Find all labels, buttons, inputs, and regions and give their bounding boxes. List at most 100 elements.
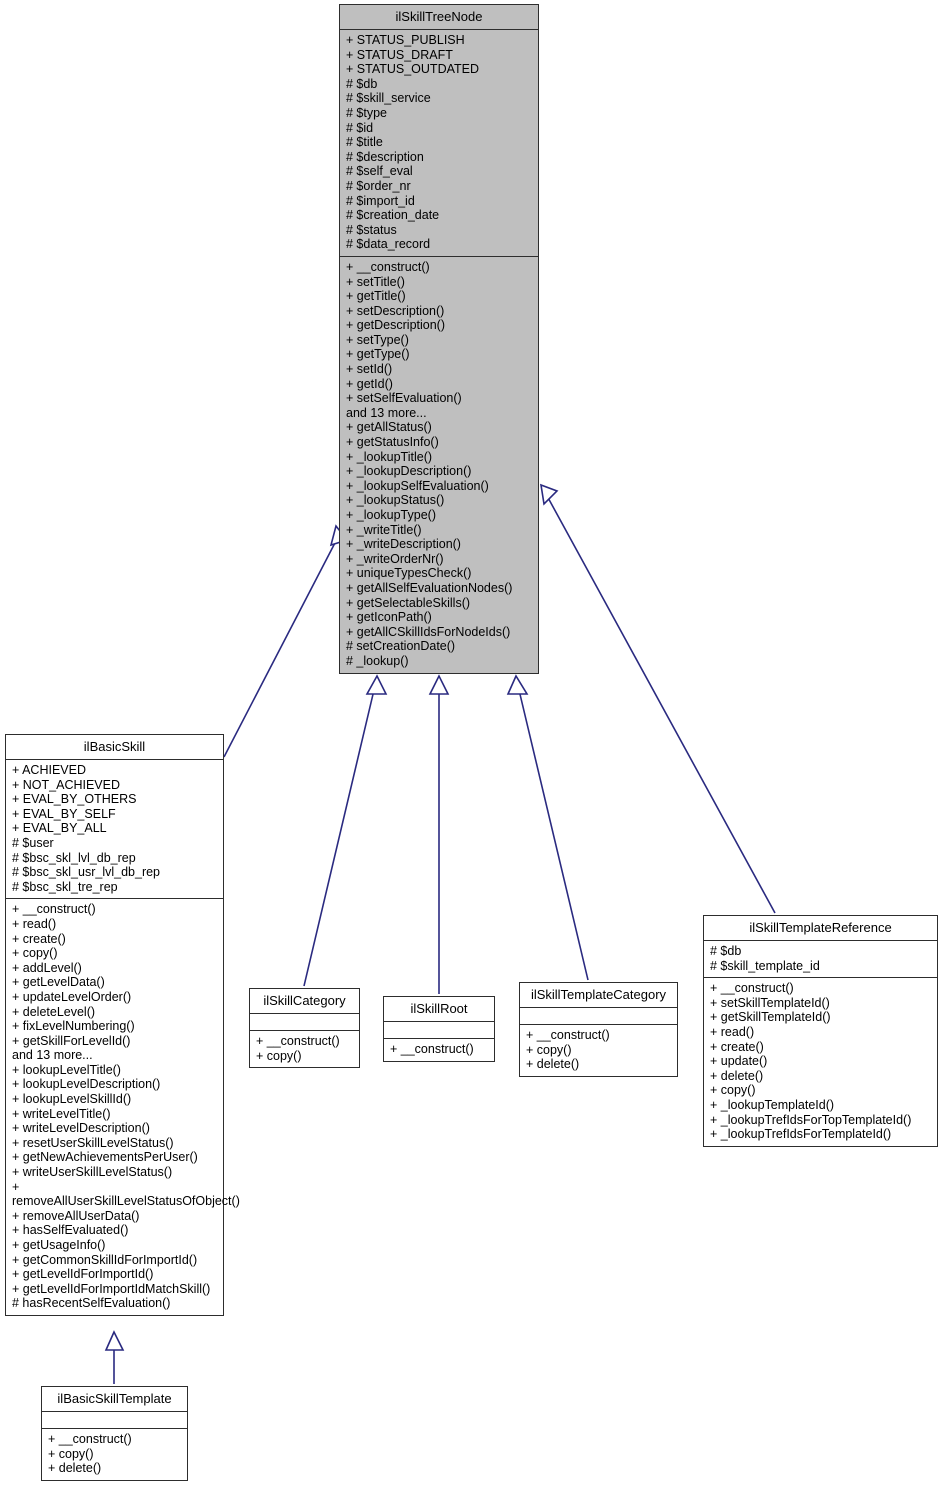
class-member: + getDescription() — [346, 318, 445, 333]
class-member: + getCommonSkillIdForImportId() — [12, 1252, 198, 1267]
edge-ilskillcategory-to-ilskilltreenode — [303, 689, 375, 987]
class-member: + getAllStatus() — [346, 420, 432, 435]
class-member: + addLevel() — [12, 960, 82, 975]
arrowhead-ilskillcategory — [365, 674, 388, 695]
class-attributes-ilskillcategory — [250, 1013, 359, 1030]
class-member: + setId() — [346, 362, 393, 377]
edge-ilbasicskill-to-ilskilltreenode — [223, 538, 338, 758]
class-member: + writeLevelTitle() — [12, 1106, 111, 1121]
class-operations-ilskillcategory: + __construct()+ copy() — [250, 1030, 359, 1067]
class-member: + getLevelData() — [12, 975, 105, 990]
class-member: + __construct() — [346, 259, 430, 274]
class-member: # hasRecentSelfEvaluation() — [12, 1296, 171, 1311]
class-member: + copy() — [526, 1042, 572, 1057]
class-member: # $title — [346, 135, 383, 150]
class-operations-ilskilltemplatereference: + __construct()+ setSkillTemplateId()+ g… — [704, 977, 937, 1146]
class-member: + lookupLevelTitle() — [12, 1062, 121, 1077]
class-member: + _writeTitle() — [346, 522, 422, 537]
class-member: + read() — [12, 916, 57, 931]
class-member: + setSkillTemplateId() — [710, 995, 830, 1010]
class-box-ilbasicskilltemplate[interactable]: ilBasicSkillTemplate + __construct()+ co… — [41, 1386, 188, 1481]
class-member: + getLevelIdForImportId() — [12, 1267, 154, 1282]
class-member: + STATUS_PUBLISH — [346, 33, 465, 47]
arrowhead-ilbasicskilltemplate — [104, 1330, 125, 1351]
class-member: + getSkillTemplateId() — [710, 1010, 831, 1025]
class-attributes-ilskillroot — [384, 1021, 494, 1038]
class-attributes-ilbasicskill: + ACHIEVED+ NOT_ACHIEVED+ EVAL_BY_OTHERS… — [6, 759, 223, 898]
arrowhead-ilskilltemplatereference — [539, 483, 559, 506]
class-member: + copy() — [12, 946, 58, 961]
class-member: # $bsc_skl_tre_rep — [12, 879, 118, 894]
class-member: # $bsc_skl_usr_lvl_db_rep — [12, 865, 161, 880]
class-member: + setDescription() — [346, 303, 445, 318]
class-member: + NOT_ACHIEVED — [12, 777, 121, 792]
class-member: + _writeOrderNr() — [346, 551, 444, 566]
class-box-ilskillroot[interactable]: ilSkillRoot + __construct() — [383, 996, 495, 1062]
edge-ilskilltemplatecategory-to-ilskilltreenode — [518, 689, 589, 981]
class-member: + __construct() — [256, 1034, 340, 1048]
class-box-ilskillcategory[interactable]: ilSkillCategory + __construct()+ copy() — [249, 988, 360, 1069]
class-member: # $import_id — [346, 193, 415, 208]
class-title-ilskilltemplatecategory: ilSkillTemplateCategory — [530, 987, 667, 1002]
class-box-ilbasicskill[interactable]: ilBasicSkill + ACHIEVED+ NOT_ACHIEVED+ E… — [5, 734, 240, 1316]
class-member: + STATUS_OUTDATED — [346, 62, 480, 77]
class-member: + getAllCSkillIdsForNodeIds() — [346, 624, 511, 639]
class-member: + uniqueTypesCheck() — [346, 566, 472, 581]
class-member: + copy() — [48, 1446, 94, 1461]
class-member: + getSelectableSkills() — [346, 595, 471, 610]
class-member: + read() — [710, 1024, 755, 1039]
class-member: + _lookupTrefIdsForTemplateId() — [710, 1127, 892, 1142]
class-member: and 13 more... — [12, 1048, 93, 1063]
class-operations-ilbasicskilltemplate: + __construct()+ copy()+ delete() — [42, 1428, 187, 1480]
class-member: + STATUS_DRAFT — [346, 47, 453, 62]
class-operations-ilbasicskill: + __construct()+ read()+ create()+ copy(… — [6, 898, 240, 1315]
class-member: + copy() — [710, 1083, 756, 1098]
class-member: + _lookupDescription() — [346, 464, 472, 479]
class-title-ilbasicskill: ilBasicSkill — [83, 739, 146, 754]
class-member: # $status — [346, 222, 397, 237]
class-member: # $user — [12, 835, 54, 850]
class-member: + create() — [12, 931, 66, 946]
class-member: # $data_record — [346, 237, 431, 252]
class-member: # $creation_date — [346, 208, 440, 223]
class-member: # $skill_service — [346, 91, 431, 106]
class-member: + delete() — [48, 1461, 102, 1476]
arrowhead-ilskilltemplatecategory — [506, 674, 529, 695]
class-member: + __construct() — [48, 1432, 132, 1446]
class-member: + update() — [710, 1054, 768, 1069]
class-box-ilskilltemplatereference[interactable]: ilSkillTemplateReference # $db# $skill_t… — [703, 915, 938, 1147]
class-member: + writeLevelDescription() — [12, 1121, 150, 1136]
class-member: + updateLevelOrder() — [12, 989, 132, 1004]
class-box-ilskilltemplatecategory[interactable]: ilSkillTemplateCategory + __construct()+… — [519, 982, 678, 1077]
class-member: + __construct() — [710, 981, 794, 996]
class-member: + setType() — [346, 332, 409, 347]
class-member: + getNewAchievementsPerUser() — [12, 1150, 198, 1165]
class-member: + _lookupSelfEvaluation() — [346, 478, 489, 493]
class-member: # $db — [710, 944, 742, 958]
class-member: + getTitle() — [346, 289, 406, 304]
class-box-ilskilltreenode[interactable]: ilSkillTreeNode + STATUS_PUBLISH+ STATUS… — [339, 4, 539, 674]
class-operations-ilskilltreenode: + __construct()+ setTitle()+ getTitle()+… — [340, 255, 538, 673]
class-member: + __construct() — [390, 1042, 474, 1056]
class-member: + setSelfEvaluation() — [346, 391, 462, 406]
class-operations-ilskillroot: + __construct() — [384, 1038, 494, 1061]
class-member: + hasSelfEvaluated() — [12, 1223, 129, 1238]
class-member: + delete() — [710, 1068, 764, 1083]
class-member: # $bsc_skl_lvl_db_rep — [12, 850, 136, 865]
class-attributes-ilskilltreenode: + STATUS_PUBLISH+ STATUS_DRAFT+ STATUS_O… — [340, 29, 538, 256]
class-member: + delete() — [526, 1057, 580, 1072]
class-member: + getStatusInfo() — [346, 435, 439, 450]
class-member: + removeAllUserSkillLevelStatusOfObject(… — [12, 1179, 240, 1209]
class-attributes-ilbasicskilltemplate — [42, 1411, 187, 1428]
class-member: + create() — [710, 1039, 764, 1054]
class-member: + _lookupTemplateId() — [710, 1097, 835, 1112]
class-member: + lookupLevelSkillId() — [12, 1092, 132, 1107]
class-member: + __construct() — [12, 902, 96, 917]
class-member: # $type — [346, 105, 388, 120]
class-member: # $description — [346, 149, 424, 164]
class-operations-ilskilltemplatecategory: + __construct()+ copy()+ delete() — [520, 1024, 677, 1076]
class-member: + __construct() — [526, 1028, 610, 1042]
arrowhead-ilskillroot — [428, 674, 450, 695]
class-member: + _lookupType() — [346, 508, 436, 522]
